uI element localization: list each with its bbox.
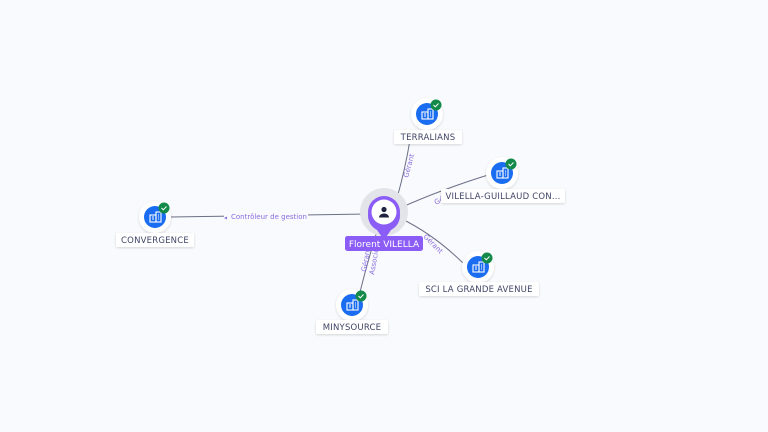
person-node-center[interactable]: Florent VILELLA xyxy=(345,188,423,251)
person-icon xyxy=(379,206,389,218)
edge-sci xyxy=(399,217,466,266)
company-label: MINYSOURCE xyxy=(323,323,382,333)
verified-check-icon xyxy=(158,202,170,214)
edge-label-terralians: Gérant xyxy=(402,153,416,179)
company-node-minysource[interactable]: MINYSOURCE xyxy=(316,289,388,334)
company-node-terralians[interactable]: TERRALIANS xyxy=(394,98,462,144)
verified-check-icon xyxy=(481,252,493,264)
person-label: Florent VILELLA xyxy=(349,240,420,250)
verified-check-icon xyxy=(355,290,367,302)
company-label: VILELLA-GUILLAUD CON... xyxy=(445,192,560,202)
company-node-sci-la-grande-avenue[interactable]: SCI LA GRANDE AVENUE xyxy=(419,251,539,296)
company-node-vilella-guillaud[interactable]: VILELLA-GUILLAUD CON... xyxy=(441,157,565,203)
company-label: TERRALIANS xyxy=(400,133,456,143)
company-label: CONVERGENCE xyxy=(121,236,189,246)
verified-check-icon xyxy=(505,158,517,170)
company-label: SCI LA GRANDE AVENUE xyxy=(425,285,532,295)
verified-check-icon xyxy=(430,99,442,111)
company-node-convergence[interactable]: CONVERGENCE xyxy=(116,201,194,247)
edge-label-convergence: Contrôleur de gestion xyxy=(231,213,307,221)
